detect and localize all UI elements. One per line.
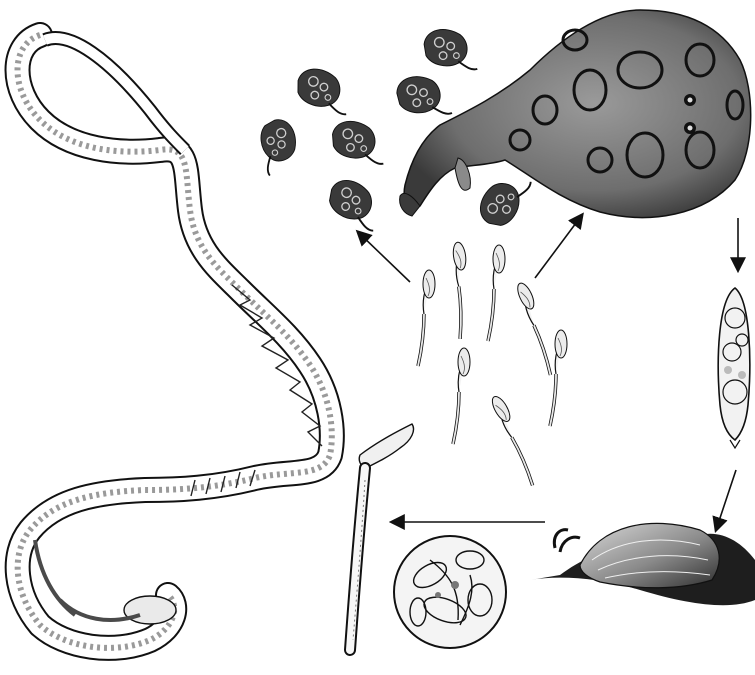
arrow-egg-to-snail bbox=[716, 470, 736, 530]
arrow-cercariae-to-adult-ray bbox=[535, 215, 582, 278]
flow-arrows bbox=[358, 215, 738, 530]
cercariae-group bbox=[418, 241, 567, 485]
sporocyst bbox=[394, 536, 506, 648]
arrow-cercariae-to-juveniles bbox=[358, 232, 410, 282]
snail-host bbox=[530, 523, 755, 605]
parasite-egg bbox=[718, 288, 750, 448]
